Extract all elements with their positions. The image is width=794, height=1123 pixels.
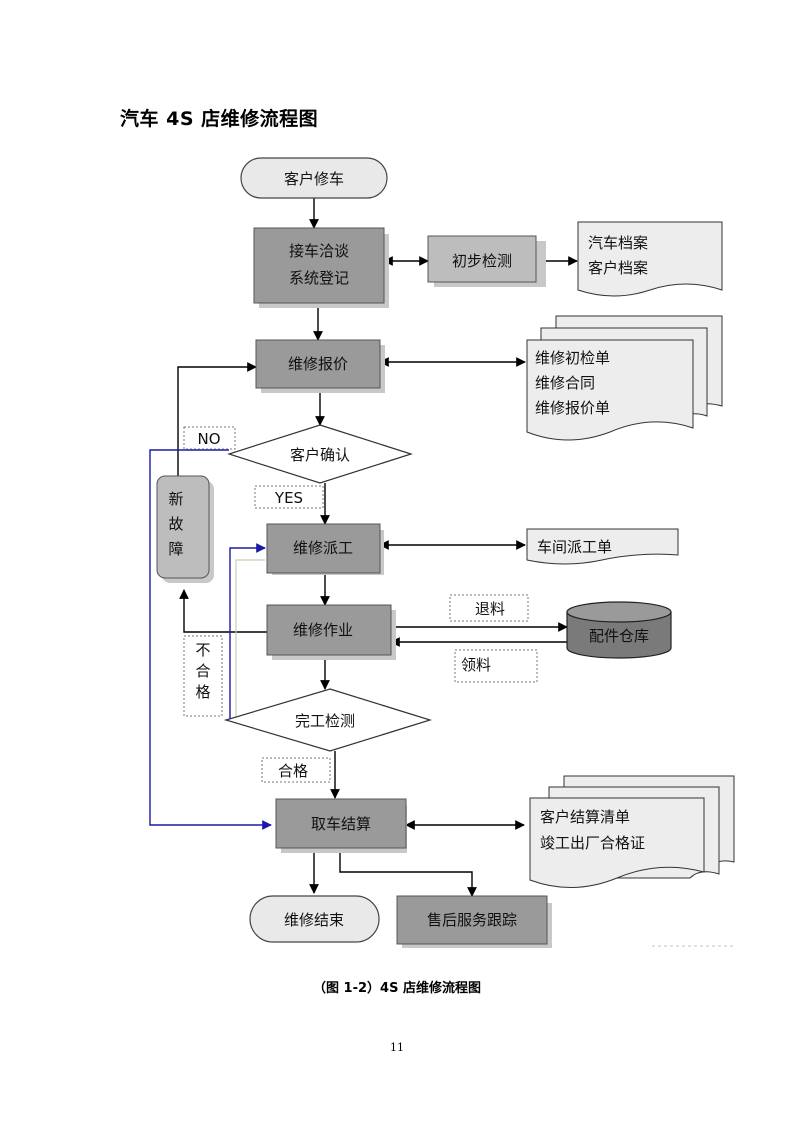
page-title: 汽车 4S 店维修流程图 [120,108,319,130]
yes-label: YES [274,489,303,507]
operation-label: 维修作业 [293,621,353,639]
initial-inspection-label: 初步检测 [452,252,512,270]
arrow-unqualified-to-dispatch [226,543,266,721]
quote-doc-front [526,339,694,441]
aftersales-label: 售后服务跟踪 [427,911,517,929]
quote-label: 维修报价 [288,355,348,373]
settlement-doc-front [529,797,705,888]
collect-parts-label: 领料 [461,656,491,674]
quote-box [255,339,381,389]
work-order-label: 车间派工单 [537,538,612,556]
yes-label-box [254,485,324,509]
return-parts-box [449,594,529,622]
start-terminal [240,157,388,199]
end-terminal [249,895,380,943]
reception-line1: 接车洽谈 [289,242,349,260]
collect-parts-box [454,649,538,683]
new-fault-char3: 障 [168,540,183,558]
reception-box [253,227,385,304]
return-parts-label: 退料 [475,600,505,618]
no-label-box [183,426,236,450]
no-label: NO [197,430,220,448]
quote-doc-line2: 维修合同 [535,374,595,392]
warehouse-label: 配件仓库 [589,627,649,645]
reception-line2: 系统登记 [289,269,349,287]
checkout-box [275,798,407,849]
start-label: 客户修车 [284,170,344,188]
new-fault-char2: 故 [168,515,183,533]
archives-line1: 汽车档案 [588,234,648,252]
archives-document [577,221,723,297]
dispatch-box [266,523,381,574]
operation-box [266,604,392,656]
settlement-doc-line2: 竣工出厂合格证 [540,834,645,852]
customer-confirm-label: 客户确认 [290,446,350,464]
arrow-no-to-checkout [149,449,272,830]
figure-caption: （图 1-2）4S 店维修流程图 [313,981,481,996]
qualified-label: 合格 [278,762,308,780]
completion-check-label: 完工检测 [295,712,355,730]
work-order-document [526,528,679,565]
unqualified-char2: 合 [195,662,210,680]
customer-confirm-diamond [227,424,413,484]
arrow-newfault-to-quote [177,362,257,476]
warehouse-cylinder [566,601,672,659]
quote-doc-line1: 维修初检单 [535,349,610,367]
initial-inspection-box [427,235,537,283]
arrow-operation-to-newfault [179,589,267,633]
unqualified-char3: 格 [195,683,210,701]
end-label: 维修结束 [284,911,344,929]
qualified-label-box [261,757,331,783]
unqualified-char1: 不 [195,641,210,659]
page-number: 11 [390,1041,404,1054]
completion-check-diamond [223,688,433,752]
aftersales-box [396,895,548,945]
checkout-label: 取车结算 [311,815,371,833]
new-fault-char1: 新 [168,490,183,508]
faint-guide-line [235,559,265,718]
dispatch-label: 维修派工 [293,539,353,557]
new-fault-box [156,475,210,579]
arrow-checkout-to-aftersales [339,848,477,897]
archives-line2: 客户档案 [588,259,648,277]
quote-doc-line3: 维修报价单 [535,399,610,417]
settlement-doc-line1: 客户结算清单 [540,808,630,826]
unqualified-label-box [183,635,223,717]
